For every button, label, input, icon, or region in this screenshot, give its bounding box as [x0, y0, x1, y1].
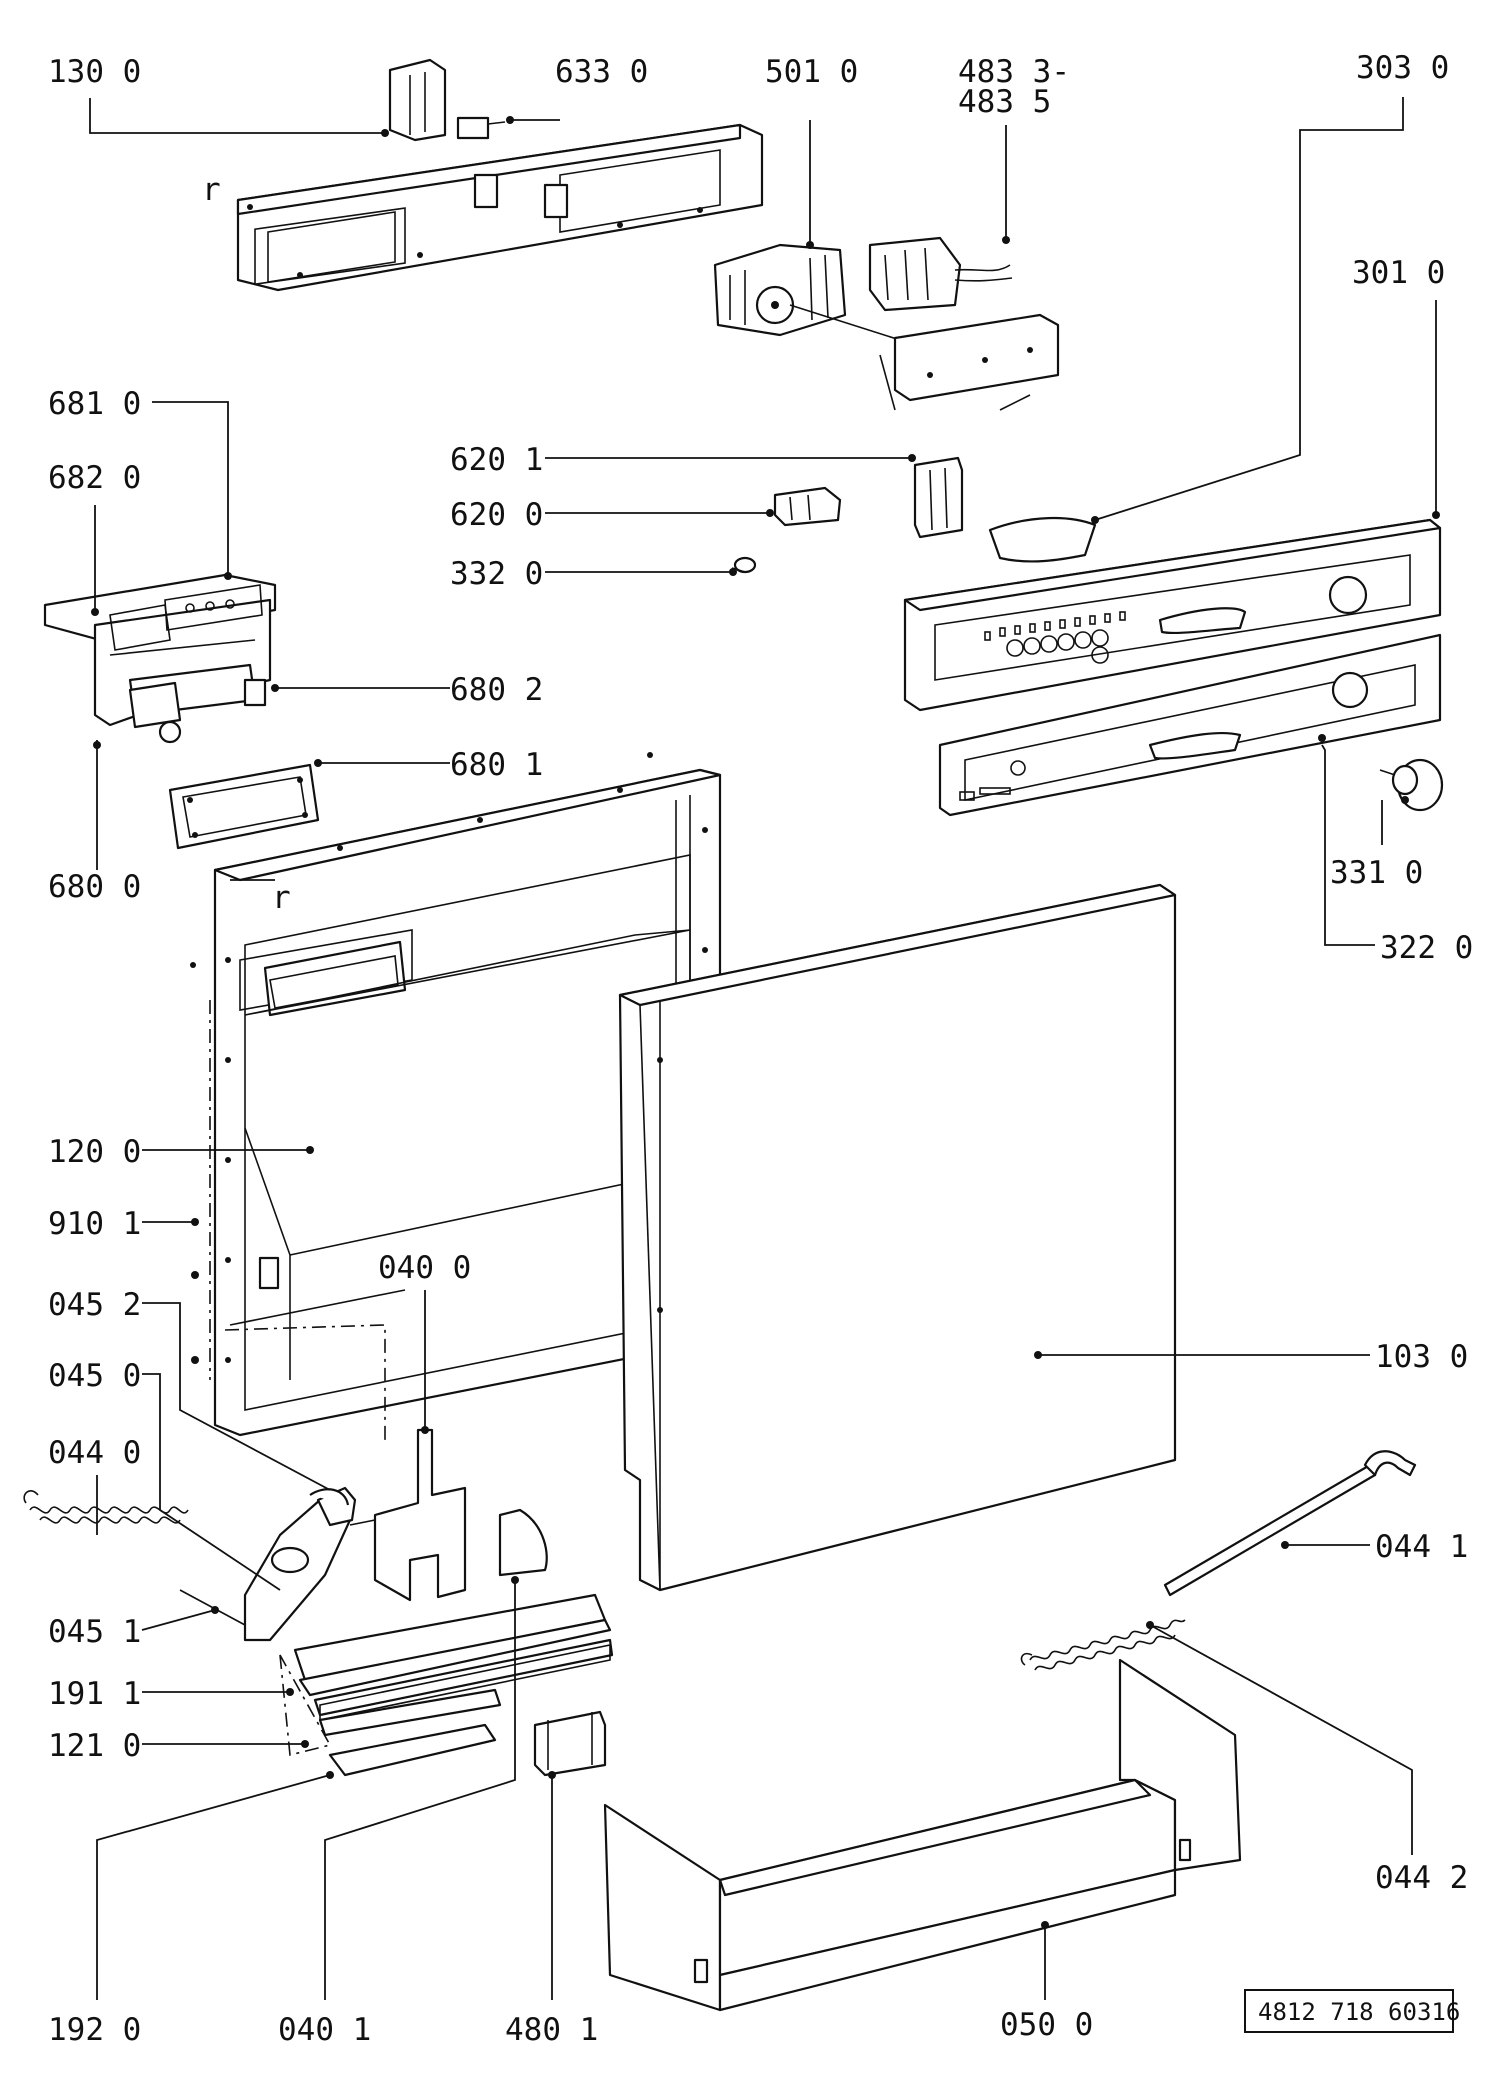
control-panel-fascia-part	[903, 518, 1442, 712]
timer-bracket-part	[879, 313, 1060, 411]
timer-programmer-part	[713, 243, 901, 341]
label-192-0: 192 0	[48, 2012, 141, 2048]
label-480-1: 480 1	[505, 2012, 598, 2048]
small-connector-part	[456, 116, 506, 140]
leader-lines	[89, 97, 1437, 2000]
detergent-dispenser-part	[43, 573, 277, 744]
label-331-0: 331 0	[1330, 855, 1423, 891]
label-303-0: 303 0	[1356, 50, 1449, 86]
label-680-1: 680 1	[450, 747, 543, 783]
spring-left-part	[23, 1490, 246, 1626]
mark-r-top: r	[202, 172, 221, 208]
bracket-clip-part	[388, 58, 447, 142]
label-680-2: 680 2	[450, 672, 543, 708]
switch-small-part	[773, 486, 842, 527]
dispenser-seal-part	[168, 763, 320, 850]
outer-door-panel-part	[618, 883, 1177, 1592]
label-045-2: 045 2	[48, 1287, 141, 1323]
connector-block-part	[868, 236, 1013, 312]
label-633-0: 633 0	[555, 54, 648, 90]
label-483-3: 483 3-	[958, 54, 1070, 90]
kick-plate-part	[603, 1658, 1242, 2012]
label-910-1: 910 1	[48, 1206, 141, 1242]
label-103-0: 103 0	[1375, 1339, 1468, 1375]
inner-door-panel-part	[190, 752, 722, 1437]
label-044-2: 044 2	[1375, 1860, 1468, 1896]
top-rail-part	[236, 123, 764, 292]
lower-rail-assembly-part	[279, 1593, 614, 1777]
label-501-0: 501 0	[765, 54, 858, 90]
label-322-0: 322 0	[1380, 930, 1473, 966]
rod-right-part	[1163, 1450, 1417, 1597]
leader-dots	[91, 116, 1440, 1929]
label-620-0: 620 0	[450, 497, 543, 533]
small-bracket-part	[533, 1710, 607, 1777]
label-040-1: 040 1	[278, 2012, 371, 2048]
hinge-part	[243, 1486, 357, 1642]
label-044-0: 044 0	[48, 1435, 141, 1471]
label-680-0: 680 0	[48, 869, 141, 905]
handle-part	[988, 516, 1097, 563]
knob-part	[1379, 758, 1444, 812]
label-050-0: 050 0	[1000, 2007, 1093, 2043]
label-332-0: 332 0	[450, 556, 543, 592]
spring-right-part	[1020, 1619, 1186, 1671]
label-121-0: 121 0	[48, 1728, 141, 1764]
label-483-5: 483 5	[958, 84, 1051, 120]
label-681-0: 681 0	[48, 386, 141, 422]
label-040-0: 040 0	[378, 1250, 471, 1286]
hinge-bracket-part	[349, 1428, 467, 1602]
part-labels: 130 0 633 0 501 0 483 3- 483 5 303 0 301…	[48, 50, 1473, 2048]
panel-overlay-part	[938, 633, 1442, 817]
label-620-1: 620 1	[450, 442, 543, 478]
label-191-1: 191 1	[48, 1676, 141, 1712]
wedge-part	[498, 1508, 548, 1577]
label-682-0: 682 0	[48, 460, 141, 496]
reference-number-box: 4812 718 60316	[1244, 1989, 1460, 2033]
label-045-0: 045 0	[48, 1358, 141, 1394]
label-120-0: 120 0	[48, 1134, 141, 1170]
label-044-1: 044 1	[1375, 1529, 1468, 1565]
mark-r-mid: r	[272, 880, 291, 916]
small-button-part	[731, 556, 757, 574]
label-130-0: 130 0	[48, 54, 141, 90]
label-045-1: 045 1	[48, 1614, 141, 1650]
label-301-0: 301 0	[1352, 255, 1445, 291]
reference-number: 4812 718 60316	[1258, 1998, 1460, 2026]
switch-part	[913, 456, 964, 539]
